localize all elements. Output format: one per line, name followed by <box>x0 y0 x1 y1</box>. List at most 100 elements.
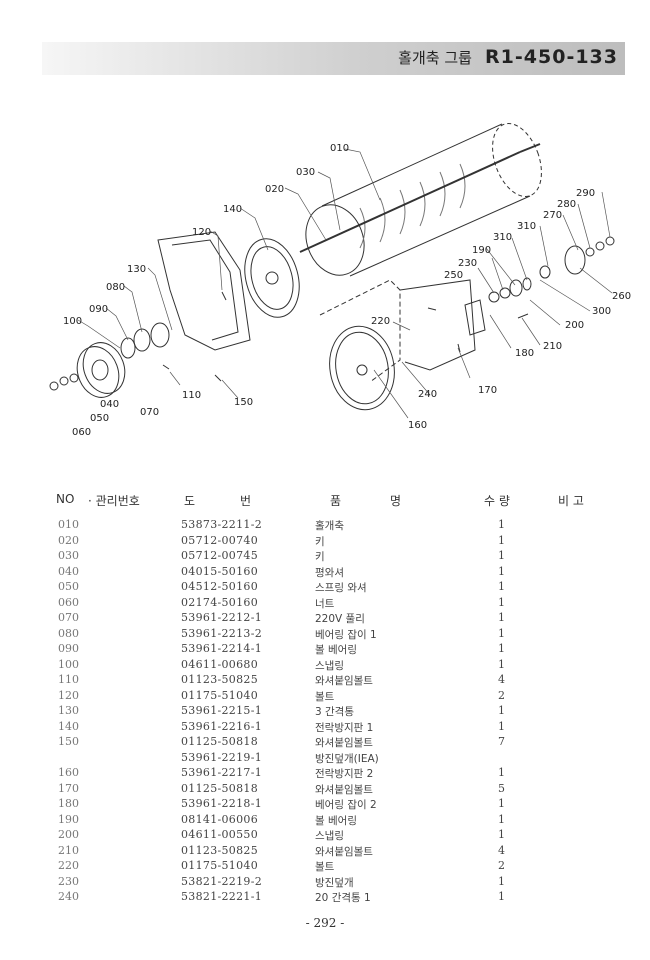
row-qty: 1 <box>498 533 505 547</box>
callout-230: 230 <box>458 258 477 269</box>
row-qty: 1 <box>498 797 505 810</box>
callout-180: 180 <box>515 348 534 359</box>
row-part-no: 53873-2211-2 <box>181 518 263 531</box>
row-part-no: 53961-2214-1 <box>181 642 263 655</box>
row-part-no: 53961-2213-2 <box>181 626 263 640</box>
callout-050: 050 <box>90 413 109 424</box>
row-no: 020 <box>58 533 79 547</box>
col-mgmt-no: · 관리번호 <box>88 494 140 508</box>
callout-220: 220 <box>371 316 390 327</box>
callout-150: 150 <box>234 397 253 408</box>
bracket-180-drawing <box>319 279 486 383</box>
row-no: 100 <box>58 657 79 671</box>
callout-140: 140 <box>223 204 242 215</box>
plate-140-drawing <box>244 238 300 318</box>
row-part-no: 04015-50160 <box>181 564 259 578</box>
row-no: 150 <box>58 735 79 748</box>
table-row: 240 53821-2221-1 20 간격통 1 1 <box>0 890 650 906</box>
row-qty: 1 <box>498 549 505 562</box>
row-part-no: 01125-50818 <box>181 781 259 795</box>
callout-300: 300 <box>592 306 611 317</box>
row-qty: 1 <box>498 812 505 826</box>
callout-310-b: 310 <box>517 221 536 232</box>
row-no: 210 <box>58 843 79 857</box>
row-no: 010 <box>58 518 79 531</box>
row-no: 220 <box>58 859 79 872</box>
washers-drawing <box>49 373 79 391</box>
row-no: 200 <box>58 828 79 841</box>
bearing-right-drawing <box>488 236 615 303</box>
row-name: 스냅링 <box>315 830 344 842</box>
callout-030: 030 <box>296 167 315 178</box>
callout-110: 110 <box>182 390 201 401</box>
row-no: 090 <box>58 642 79 655</box>
callout-200: 200 <box>565 320 584 331</box>
callout-090: 090 <box>89 304 108 315</box>
row-qty: 1 <box>498 518 505 531</box>
row-qty: 5 <box>498 781 505 795</box>
callout-130: 130 <box>127 264 146 275</box>
row-qty: 1 <box>498 874 505 888</box>
row-no: 180 <box>58 797 79 810</box>
row-qty: 1 <box>498 890 505 903</box>
exploded-parts-diagram: 010 030 020 140 120 130 080 090 100 110 … <box>49 123 631 438</box>
group-label: 홀개축 그룹 <box>398 49 472 67</box>
row-name: 볼트 <box>315 690 335 703</box>
col-drawing-1: 도 <box>184 494 196 508</box>
row-name: 볼트 <box>315 861 335 873</box>
row-no: 070 <box>58 611 79 624</box>
row-part-no: 08141-06006 <box>181 812 259 826</box>
row-name: 너트 <box>315 597 335 610</box>
row-name: 홀개축 <box>315 520 344 532</box>
row-qty: 1 <box>498 564 505 578</box>
row-name: 키 <box>315 551 325 563</box>
row-no: 130 <box>58 704 79 717</box>
callout-020: 020 <box>265 184 284 195</box>
row-name: 220V 풀리 <box>315 613 365 625</box>
row-part-no: 02174-50160 <box>181 595 259 609</box>
row-part-no: 05712-00740 <box>181 533 259 547</box>
page-title: 홀개축 그룹 R1-450-133 <box>398 46 618 72</box>
row-qty: 1 <box>498 704 505 717</box>
row-part-no: 04611-00550 <box>181 828 259 841</box>
callout-310-a: 310 <box>493 232 512 243</box>
row-part-no: 01123-50825 <box>181 843 259 857</box>
callout-240: 240 <box>418 389 437 400</box>
row-no: 110 <box>58 673 79 686</box>
row-name: 볼 베어링 <box>315 814 357 827</box>
row-part-no: 53961-2212-1 <box>181 611 263 624</box>
callout-060: 060 <box>72 427 91 438</box>
bearing-left-drawing <box>120 322 170 359</box>
row-part-no: 01123-50825 <box>181 673 259 686</box>
pulley-070-drawing <box>76 342 126 398</box>
callout-100: 100 <box>63 316 82 327</box>
row-part-no: 53821-2221-1 <box>181 890 263 903</box>
row-no: 060 <box>58 595 79 609</box>
header-bar <box>42 42 625 75</box>
row-qty: 1 <box>498 828 505 841</box>
row-part-no: 53961-2217-1 <box>181 766 263 779</box>
frame-bracket-drawing <box>157 231 251 351</box>
row-no: 240 <box>58 890 79 903</box>
bolts-drawing <box>162 291 529 382</box>
callout-170: 170 <box>478 385 497 396</box>
page-number: - 292 - <box>305 916 345 930</box>
row-name: 20 간격통 1 <box>315 892 371 904</box>
col-no: NO <box>56 492 75 506</box>
row-name: 와셔붙임볼트 <box>315 845 373 858</box>
row-name: 스냅링 <box>315 659 344 672</box>
catalog-code: R1-450-133 <box>485 46 618 68</box>
callout-070: 070 <box>140 407 159 418</box>
row-name: 전락방지판 2 <box>315 768 374 780</box>
